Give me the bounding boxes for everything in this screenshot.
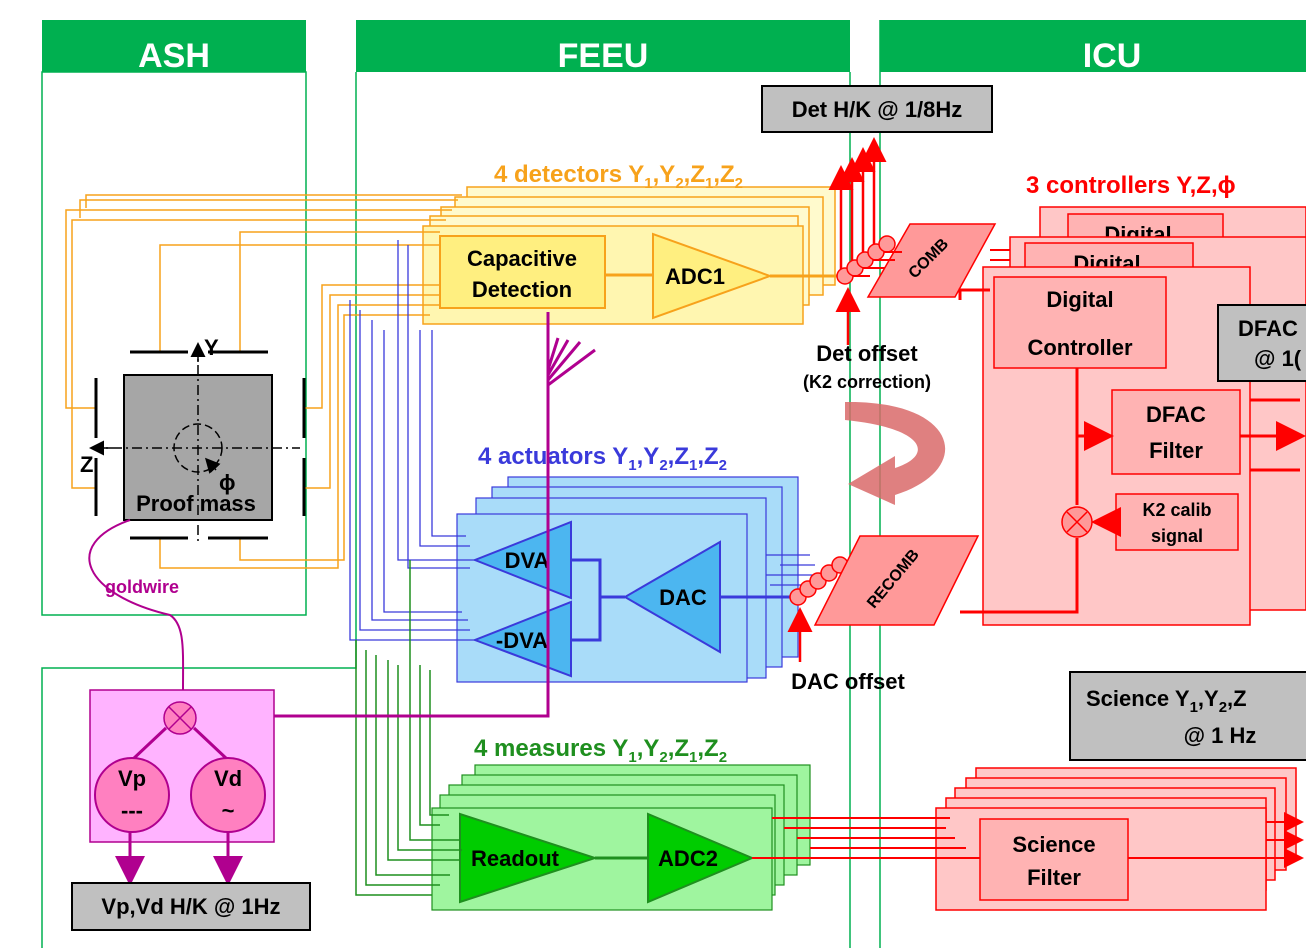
digital-controller-block: Digital Controller [993,276,1167,369]
adc2-block: ADC2 [647,812,755,904]
dac-offset-label: DAC offset [791,669,905,694]
det-offset-label: Det offset [816,341,918,366]
vp-vd-source-block: Vp --- Vd ~ [89,689,275,886]
icu-signal-flow [958,288,1306,614]
svg-text:Readout: Readout [471,846,560,871]
svg-text:ADC2: ADC2 [658,846,718,871]
science-filter-line1: Science [1012,832,1095,857]
feeu-title: FEEU [558,37,649,75]
adc1-block: ADC1 [652,232,773,320]
bias-wiring [197,312,596,718]
capacitive-detection-block: Capacitive Detection [439,235,606,309]
science-hk-box: Science Y1,Y2,Z @ 1 Hz [1069,671,1306,761]
feedback-curve-arrow [845,401,946,505]
svg-text:Digital: Digital [1046,287,1113,312]
dac-offset-mixers [789,556,849,606]
ash-header: ASH [42,20,306,75]
svg-text:@ 1(: @ 1( [1254,346,1302,371]
vp-label: Vp [118,766,146,791]
svg-text:Det H/K @ 1/8Hz: Det H/K @ 1/8Hz [792,97,963,122]
proof-mass-label: Proof mass [136,491,256,516]
measure-wiring [355,560,462,896]
svg-text:DFAC: DFAC [1146,402,1206,427]
svg-text:Filter: Filter [1149,438,1203,463]
vpvd-hk-box: Vp,Vd H/K @ 1Hz [71,882,311,931]
science-filter-stack: Science Filter [935,767,1297,911]
readout-block: Readout [459,812,599,904]
detector-wiring [65,194,462,569]
feeu-header: FEEU [356,20,850,75]
goldwire-label: goldwire [105,577,179,597]
measures-title: 4 measures Y1,Y2,Z1,Z2 [474,735,727,766]
science-wiring [752,812,1304,868]
k2-calib-block: K2 calib signal [1115,493,1239,551]
svg-text:signal: signal [1151,526,1203,546]
detectors-title: 4 detectors Y1,Y2,Z1,Z2 [494,161,743,192]
svg-text:DAC: DAC [659,585,707,610]
vp-symbol: --- [121,798,143,823]
proof-mass: Y Z ϕ Proof mass [80,335,306,545]
icu-title: ICU [1083,37,1142,75]
icu-header: ICU [880,20,1306,75]
svg-text:DVA: DVA [505,548,550,573]
svg-text:Detection: Detection [472,277,572,302]
vd-symbol: ~ [222,798,235,823]
ash-title: ASH [138,37,210,75]
svg-text:Vp,Vd H/K @ 1Hz: Vp,Vd H/K @ 1Hz [101,894,280,919]
comb-block: COMB [866,223,997,298]
icu-summing-junction [1061,506,1093,538]
axis-z-label: Z [80,452,93,477]
svg-text:Controller: Controller [1027,335,1133,360]
dfac-hk-box: DFAC @ 1( [1217,304,1306,382]
recomb-block: RECOMB [813,535,980,626]
det-hk-box: Det H/K @ 1/8Hz [761,85,993,133]
science-filter-line2: Filter [1027,865,1081,890]
k2-correction-label: (K2 correction) [803,372,931,392]
actuator-wiring [349,240,825,641]
svg-text:DFAC: DFAC [1238,316,1298,341]
axis-phi-label: ϕ [219,470,236,495]
dfac-filter-block: DFAC Filter [1111,389,1241,475]
vd-label: Vd [214,766,242,791]
axis-y-label: Y [204,335,219,360]
svg-text:K2 calib: K2 calib [1142,500,1211,520]
actuators-title: 4 actuators Y1,Y2,Z1,Z2 [478,443,727,474]
svg-text:ADC1: ADC1 [665,264,725,289]
controllers-title: 3 controllers Y,Z,ϕ [1026,172,1236,199]
svg-text:Capacitive: Capacitive [467,246,577,271]
det-hk-arrows [828,137,887,270]
svg-text:@ 1 Hz: @ 1 Hz [1184,723,1257,748]
svg-text:-DVA: -DVA [496,628,548,653]
svg-text:Science Y1,Y2,Z: Science Y1,Y2,Z [1086,686,1247,716]
